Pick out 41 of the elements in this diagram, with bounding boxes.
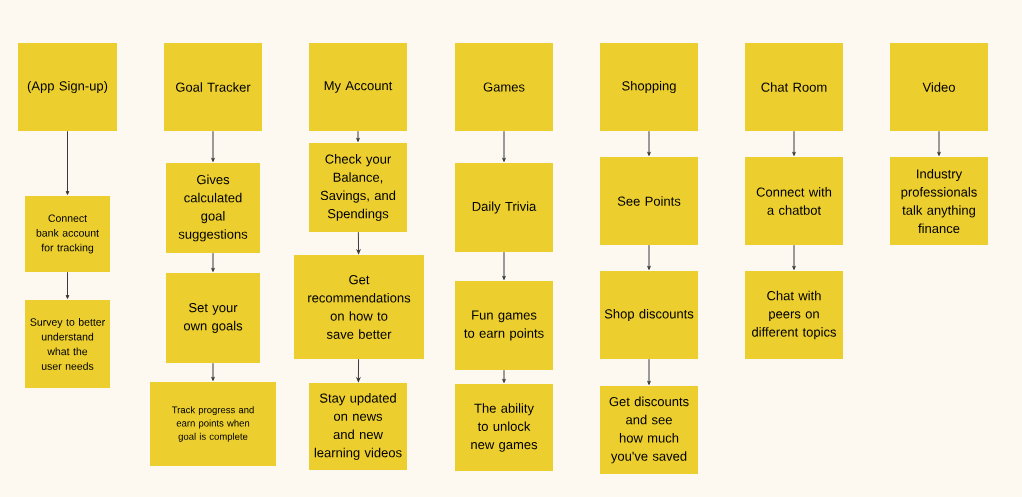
sticky-note: The ability to unlock new games <box>455 384 553 471</box>
sticky-note: (App Sign-up) <box>18 43 117 131</box>
arrow <box>647 130 651 156</box>
arrow <box>356 231 361 254</box>
arrow <box>502 251 506 280</box>
arrow <box>502 369 506 383</box>
arrow <box>502 130 506 162</box>
sticky-note: Set your own goals <box>166 273 260 363</box>
arrow <box>211 130 215 162</box>
sticky-note: Shop discounts <box>600 271 698 359</box>
arrow <box>647 244 651 270</box>
sticky-note: Shopping <box>600 43 698 131</box>
arrow <box>356 358 361 382</box>
sticky-note: Chat Room <box>745 43 843 131</box>
arrow <box>211 252 215 272</box>
arrow <box>647 358 651 385</box>
arrow <box>792 244 796 270</box>
sticky-note: Connect with a chatbot <box>745 157 843 245</box>
sticky-note: Fun games to earn points <box>455 281 553 370</box>
sticky-note: Video <box>890 43 988 131</box>
sticky-note: See Points <box>600 157 698 245</box>
sticky-note: Chat with peers on different topics <box>745 271 843 359</box>
sticky-note: Gives calculated goal suggestions <box>166 163 260 253</box>
sticky-note: Industry professionals talk anything finance <box>890 157 988 245</box>
arrow <box>356 130 360 142</box>
sticky-note: My Account <box>309 43 407 131</box>
sticky-note: Daily Trivia <box>455 163 553 252</box>
sticky-note: Get discounts and see how much you've saved <box>600 386 698 474</box>
arrow <box>65 271 70 299</box>
sticky-note: Check your Balance, Savings, and Spendings <box>309 143 407 232</box>
sticky-note: Connect bank account for tracking <box>25 196 110 272</box>
sticky-note: Get recommendations on how to save better <box>294 255 424 359</box>
arrow <box>937 130 941 156</box>
sticky-note: Stay updated on news and new learning videos <box>309 383 407 470</box>
arrow <box>211 362 215 381</box>
sticky-note: Goal Tracker <box>164 43 262 131</box>
sticky-note: Survey to better understand what the user needs <box>25 300 110 388</box>
arrow <box>792 130 796 156</box>
arrow <box>65 130 70 195</box>
sticky-note: Games <box>455 43 553 131</box>
sticky-note: Track progress and earn points when goal is complete <box>150 382 276 466</box>
